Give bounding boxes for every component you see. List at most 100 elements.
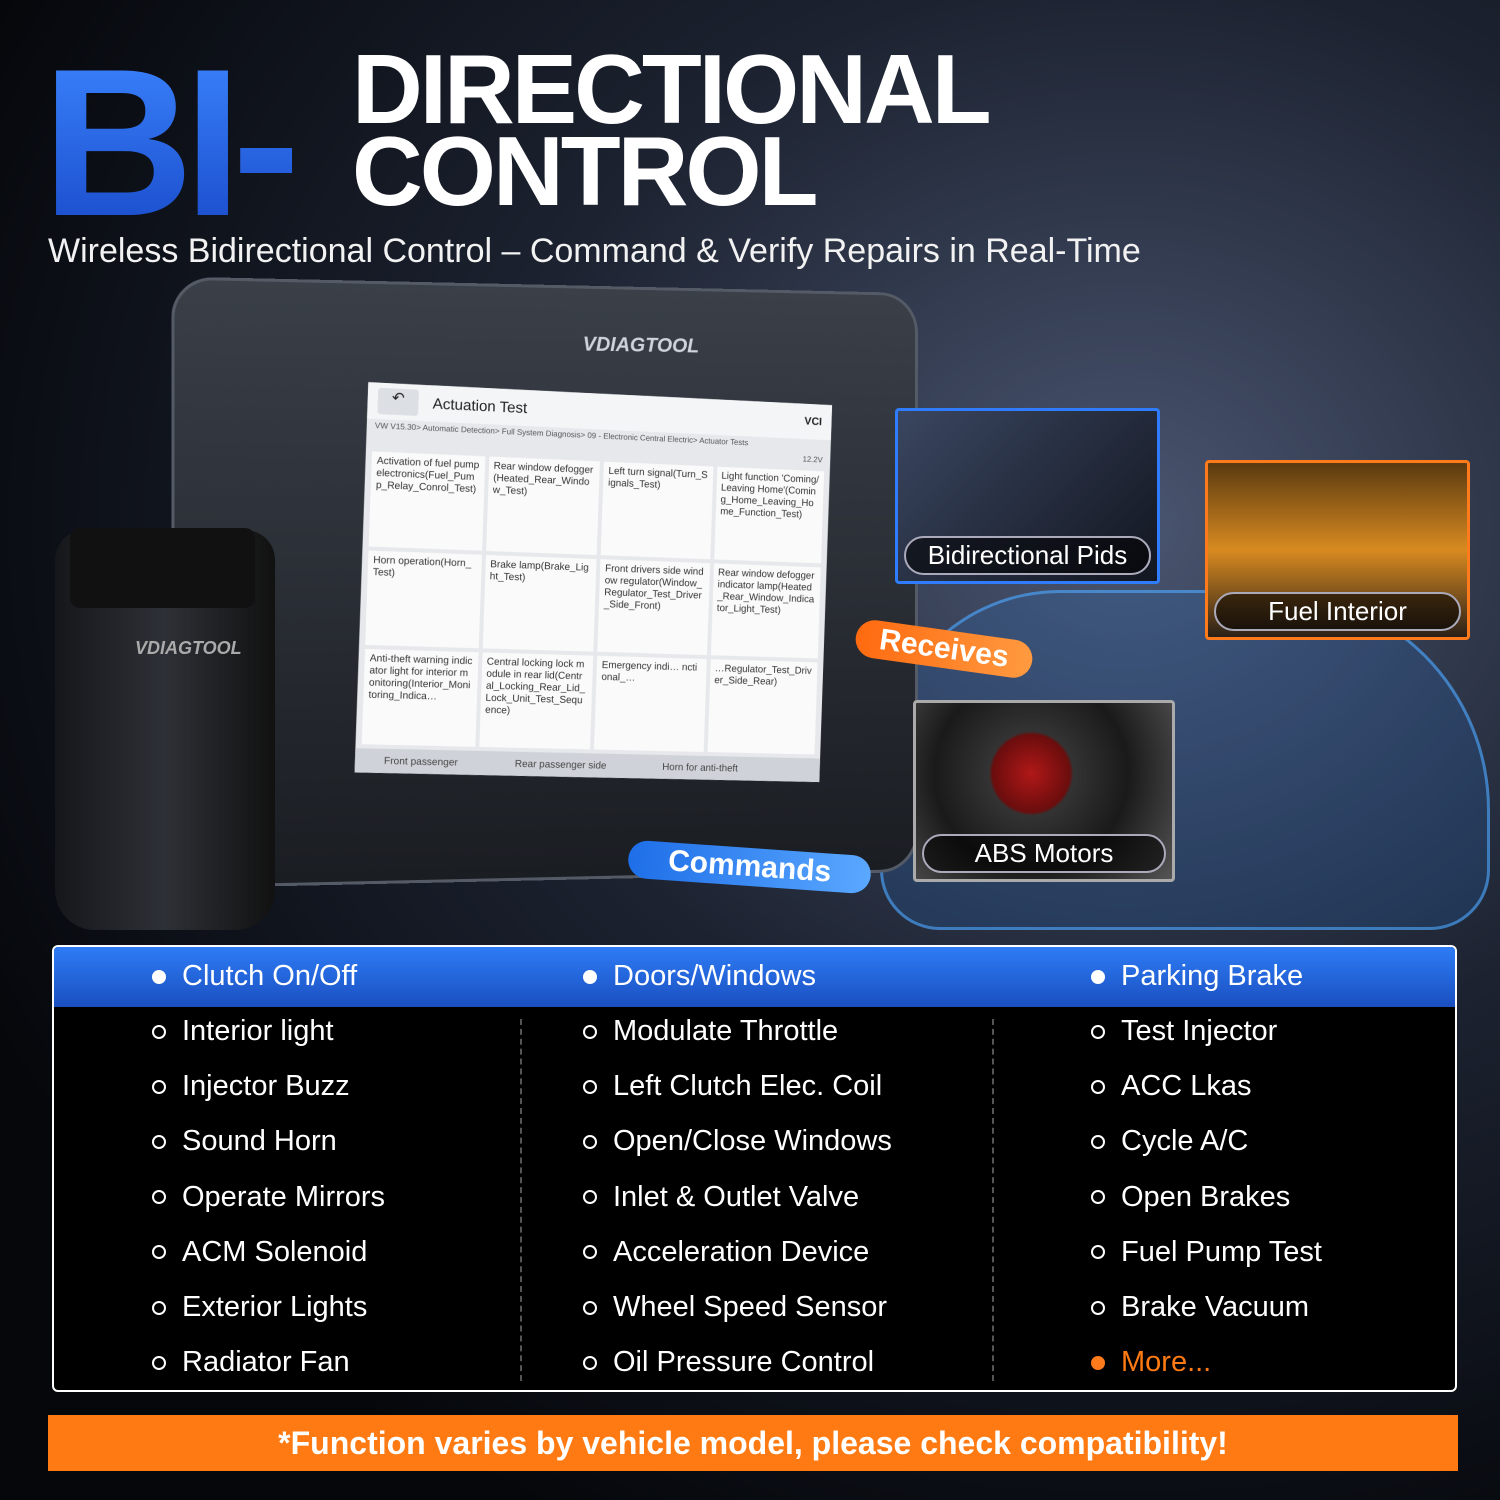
actuator-test-cell[interactable]: Rear window defogger(Heated_Rear_Window_…	[485, 456, 600, 555]
function-item: ACC Lkas	[1091, 1070, 1252, 1103]
function-label: Open Brakes	[1121, 1180, 1291, 1213]
function-item: Open/Close Windows	[583, 1125, 892, 1158]
function-item: Clutch On/Off	[152, 960, 357, 993]
function-item: Parking Brake	[1091, 960, 1303, 993]
function-label: Clutch On/Off	[182, 960, 358, 992]
actuator-test-cell-partial[interactable]: Rear passenger side	[514, 758, 607, 772]
circle-bullet-icon	[583, 1190, 597, 1205]
back-icon[interactable]: ↶	[377, 387, 420, 416]
actuator-test-cell[interactable]: Left turn signal(Turn_Signals_Test)	[600, 461, 713, 559]
actuator-test-cell[interactable]: Light function 'Coming/Leaving Home'(Com…	[713, 466, 825, 564]
function-label: ACM Solenoid	[182, 1235, 368, 1268]
circle-bullet-icon	[1091, 1024, 1105, 1039]
inset-label: Bidirectional Pids	[904, 536, 1151, 575]
function-item: Radiator Fan	[152, 1346, 350, 1379]
function-label: Operate Mirrors	[182, 1180, 386, 1213]
function-item: Inlet & Outlet Valve	[583, 1181, 859, 1214]
function-label: Wheel Speed Sensor	[613, 1291, 888, 1323]
function-label: Inlet & Outlet Valve	[613, 1180, 860, 1213]
vci-dongle: VDIAGTOOL	[55, 528, 275, 930]
function-item: Sound Horn	[152, 1125, 337, 1158]
function-label: Interior light	[182, 1015, 334, 1047]
inset-bidirectional-pids: Bidirectional Pids	[895, 408, 1160, 584]
function-label: Modulate Throttle	[613, 1015, 839, 1047]
actuator-test-cell[interactable]: Activation of fuel pump electronics(Fuel…	[368, 451, 485, 551]
circle-bullet-icon	[152, 1134, 166, 1149]
actuator-test-cell[interactable]: Horn operation(Horn_Test)	[365, 550, 482, 649]
function-item: Operate Mirrors	[152, 1181, 385, 1214]
function-label: Fuel Pump Test	[1121, 1235, 1322, 1268]
actuator-test-cell[interactable]: Central locking lock module in rear lid(…	[478, 652, 594, 750]
tablet-screen: ↶ Actuation Test VCI VW V15.30> Automati…	[354, 382, 833, 783]
circle-bullet-icon	[1091, 1134, 1105, 1149]
inset-fuel-interior: Fuel Interior	[1205, 460, 1470, 640]
function-label: Cycle A/C	[1121, 1125, 1249, 1158]
function-label: Sound Horn	[182, 1125, 337, 1158]
actuator-test-cell[interactable]: Rear window defogger indicator lamp(Heat…	[710, 563, 821, 659]
actuator-test-cell[interactable]: Front drivers side window regulator(Wind…	[597, 558, 710, 656]
function-label: Parking Brake	[1121, 960, 1304, 992]
title-line1: DIRECTIONAL	[352, 34, 992, 144]
function-item: More...	[1091, 1346, 1211, 1379]
function-label: Exterior Lights	[182, 1291, 368, 1323]
function-item: Left Clutch Elec. Coil	[583, 1070, 882, 1103]
actuator-test-cell-partial[interactable]: Horn for anti-theft	[662, 761, 739, 774]
column-divider	[992, 1019, 994, 1381]
circle-bullet-icon	[1091, 1245, 1105, 1260]
function-label: Injector Buzz	[182, 1070, 350, 1103]
function-item: Doors/Windows	[583, 960, 816, 993]
function-label: Open/Close Windows	[613, 1125, 892, 1158]
vci-icon: VCI	[804, 415, 823, 429]
actuator-test-cell-partial[interactable]: Front passenger	[383, 755, 459, 769]
circle-bullet-icon	[583, 1079, 597, 1094]
circle-bullet-icon	[152, 1024, 166, 1039]
function-item: Open Brakes	[1091, 1181, 1290, 1214]
function-label: Brake Vacuum	[1121, 1291, 1310, 1323]
function-item: Exterior Lights	[152, 1291, 367, 1324]
dongle-logo: VDIAGTOOL	[135, 638, 242, 658]
function-label: Left Clutch Elec. Coil	[613, 1070, 883, 1103]
function-label: More...	[1121, 1346, 1212, 1379]
function-item: Test Injector	[1091, 1015, 1277, 1048]
actuator-test-cell[interactable]: Brake lamp(Brake_Light_Test)	[482, 554, 597, 653]
function-label: Radiator Fan	[182, 1346, 350, 1379]
obd-plug	[70, 528, 255, 608]
subtitle: Wireless Bidirectional Control – Command…	[48, 232, 1141, 270]
title-line2: CONTROL	[352, 116, 818, 226]
function-item: ACM Solenoid	[152, 1236, 367, 1269]
circle-bullet-icon	[1091, 1079, 1105, 1094]
title-prefix: BI-	[42, 25, 302, 260]
actuator-test-grid: Activation of fuel pump electronics(Fuel…	[355, 447, 830, 759]
function-item: Oil Pressure Control	[583, 1346, 874, 1379]
function-item: Cycle A/C	[1091, 1125, 1248, 1158]
bullet-icon	[152, 969, 166, 984]
function-item: Wheel Speed Sensor	[583, 1291, 887, 1324]
diagnostic-tablet: VDIAGTOOL ↶ Actuation Test VCI VW V15.30…	[171, 276, 918, 889]
compatibility-note: *Function varies by vehicle model, pleas…	[48, 1415, 1458, 1471]
actuator-test-cell[interactable]: Anti-theft warning indicator light for i…	[361, 649, 479, 747]
actuator-test-cell[interactable]: Emergency indi… nctional_…	[593, 656, 707, 752]
circle-bullet-icon	[152, 1079, 166, 1094]
circle-bullet-icon	[152, 1355, 166, 1370]
function-item: Fuel Pump Test	[1091, 1236, 1322, 1269]
function-label: Doors/Windows	[613, 960, 817, 992]
column-divider	[520, 1019, 522, 1381]
inset-abs-motors: ABS Motors	[913, 700, 1175, 882]
circle-bullet-icon	[152, 1190, 166, 1205]
function-label: Test Injector	[1121, 1015, 1278, 1047]
function-item: Injector Buzz	[152, 1070, 350, 1103]
function-item: Brake Vacuum	[1091, 1291, 1309, 1324]
bullet-icon	[1091, 1355, 1105, 1370]
circle-bullet-icon	[583, 1355, 597, 1370]
circle-bullet-icon	[583, 1245, 597, 1260]
function-label: Oil Pressure Control	[613, 1346, 875, 1379]
actuator-test-cell[interactable]: …Regulator_Test_Driver_Side_Rear)	[707, 659, 818, 755]
circle-bullet-icon	[583, 1300, 597, 1315]
function-label: Acceleration Device	[613, 1235, 870, 1268]
bullet-icon	[583, 969, 597, 984]
circle-bullet-icon	[152, 1300, 166, 1315]
bullet-icon	[1091, 969, 1105, 984]
function-item: Acceleration Device	[583, 1236, 869, 1269]
function-item: Interior light	[152, 1015, 334, 1048]
